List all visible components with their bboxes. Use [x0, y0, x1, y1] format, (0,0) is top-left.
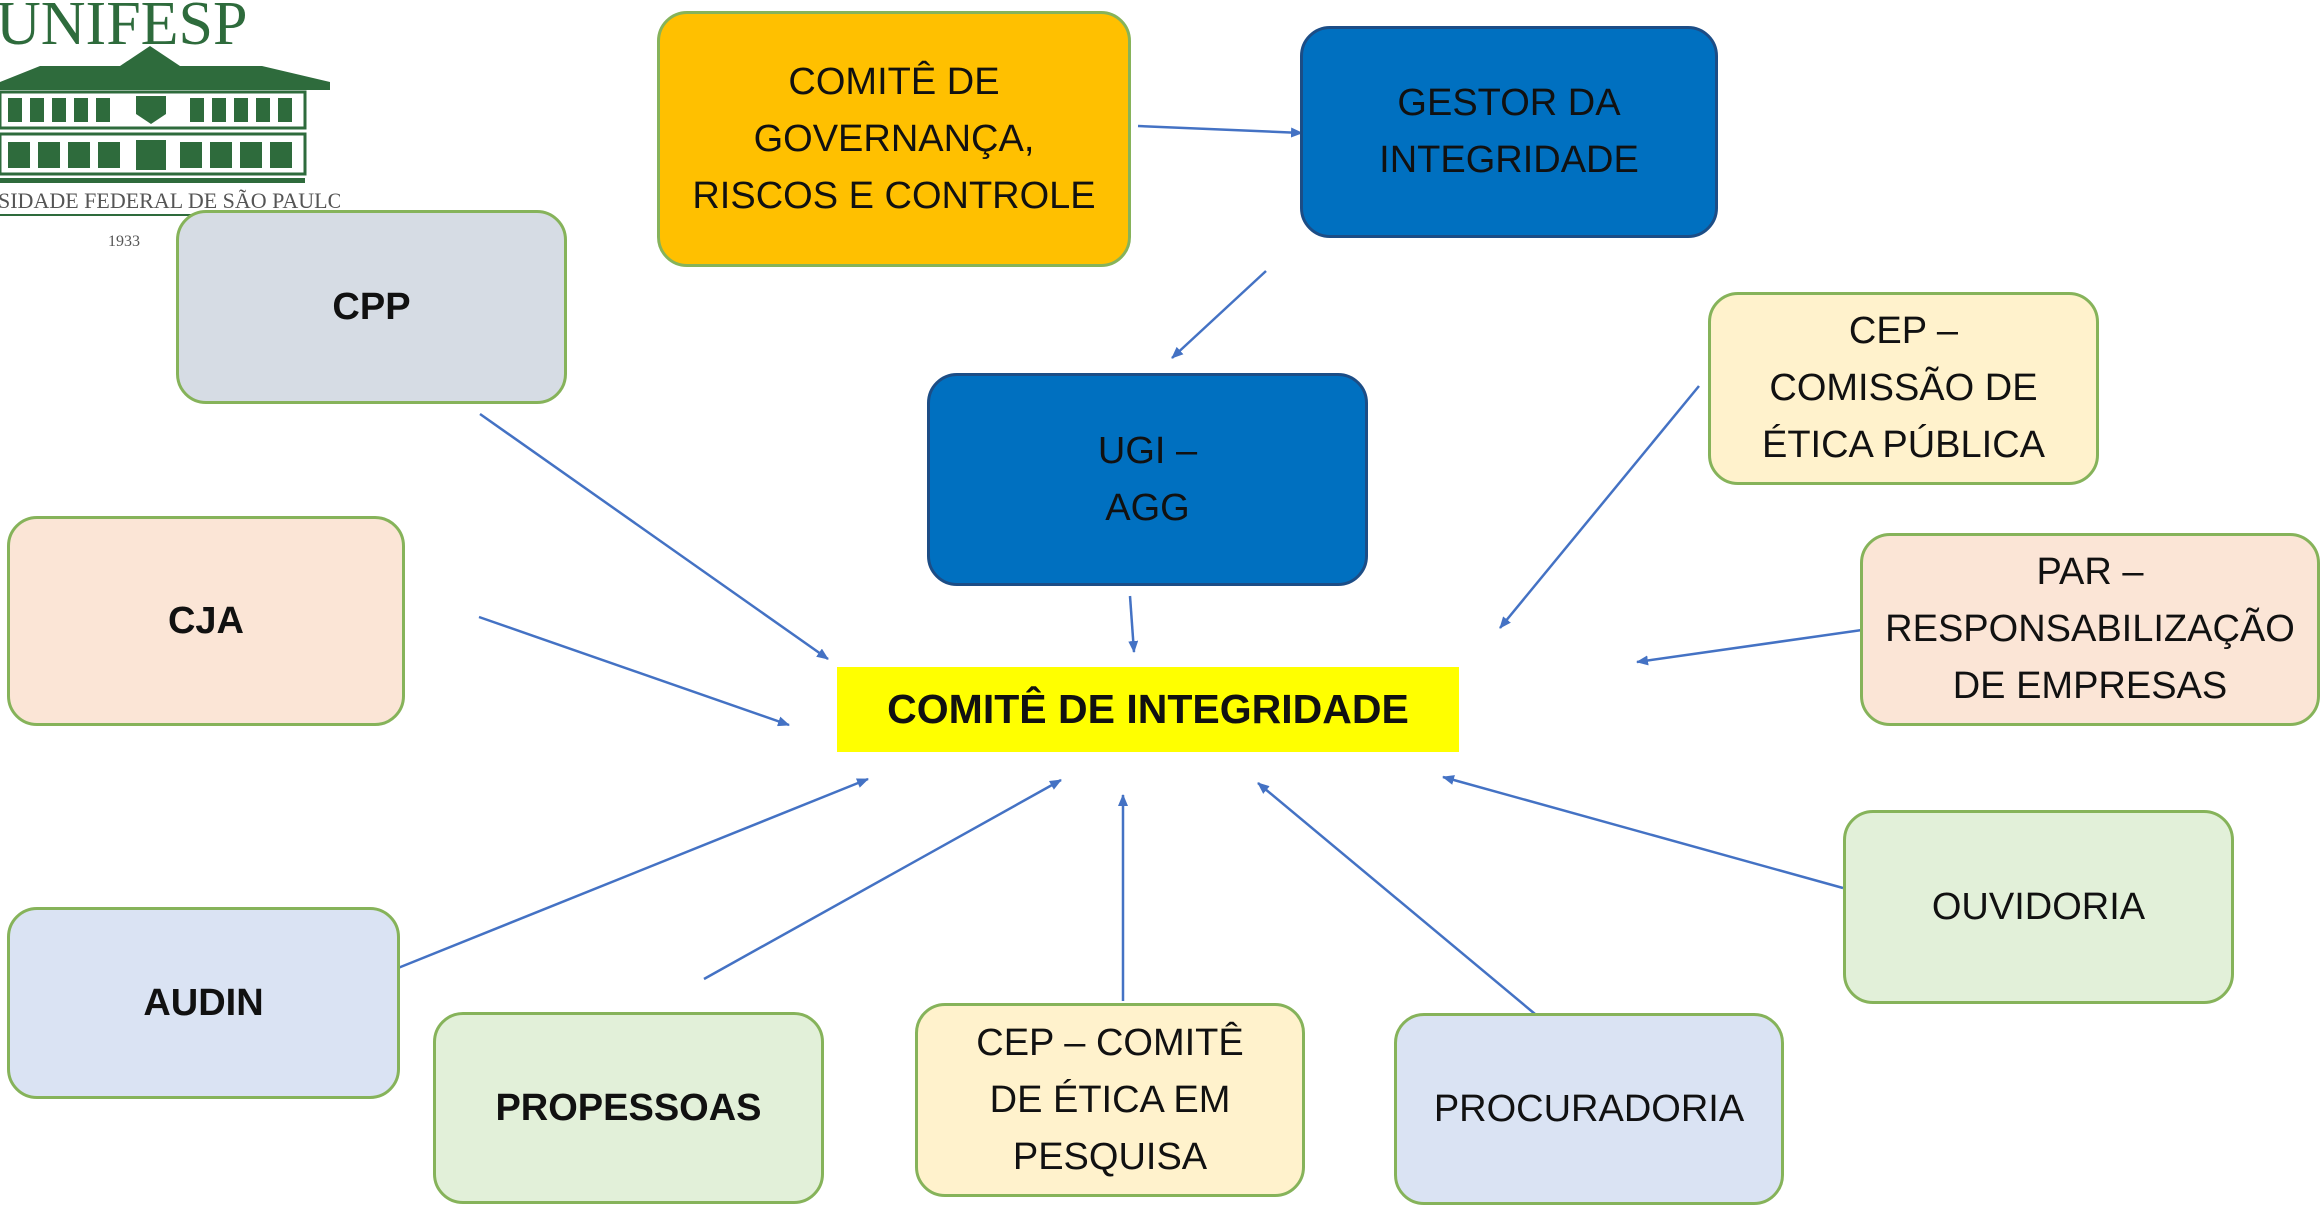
node-cpp-label: CPP	[332, 285, 411, 328]
arrow-cpp-to-center	[479, 412, 829, 661]
node-procuradoria-label: PROCURADORIA	[1433, 1087, 1745, 1130]
node-comite-integridade: COMITÊ DE INTEGRIDADE	[837, 667, 1459, 752]
node-cep-pesquisa-label: CEP – COMITÊ DE ÉTICA EM PESQUISA	[976, 1021, 1244, 1178]
node-propessoas-label: PROPESSOAS	[495, 1086, 762, 1129]
node-procuradoria: PROCURADORIA	[1394, 1013, 1784, 1205]
node-gestor-integridade: GESTOR DA INTEGRIDADE	[1300, 26, 1718, 238]
logo-subtitle: SIDADE FEDERAL DE SÃO PAULO	[0, 188, 340, 213]
arrow-ugi-to-center	[1128, 595, 1139, 653]
node-par-label: PAR – RESPONSABILIZAÇÃO DE EMPRESAS	[1885, 551, 2295, 707]
node-audin-label: AUDIN	[143, 981, 264, 1024]
node-audin: AUDIN	[7, 907, 400, 1099]
arrow-governanca-to-gestor	[1137, 124, 1303, 138]
center-label: COMITÊ DE INTEGRIDADE	[887, 686, 1409, 732]
arrow-audin-to-center	[397, 777, 869, 970]
node-cep-pesquisa: CEP – COMITÊ DE ÉTICA EM PESQUISA	[915, 1003, 1305, 1197]
node-ugi-label: UGI – AGG	[1097, 429, 1198, 529]
node-par: PAR – RESPONSABILIZAÇÃO DE EMPRESAS	[1860, 533, 2320, 726]
node-cep-publica-label: CEP – COMISSÃO DE ÉTICA PÚBLICA	[1762, 310, 2045, 466]
node-cep-publica: CEP – COMISSÃO DE ÉTICA PÚBLICA	[1708, 292, 2099, 485]
node-ouvidoria-label: OUVIDORIA	[1931, 885, 2146, 928]
unifesp-logo: UNIFESP	[0, 0, 344, 260]
arrow-par-to-center	[1636, 628, 1863, 666]
arrow-cja-to-center	[478, 615, 790, 727]
arrow-cep-publica-to-center	[1499, 385, 1700, 629]
arrow-propessoas-to-center	[703, 778, 1062, 981]
node-ugi-agg: UGI – AGG	[927, 373, 1368, 586]
arrow-procuradoria-to-center	[1257, 782, 1536, 1015]
arrow-gestor-to-ugi	[1171, 270, 1267, 359]
node-gestor-label: GESTOR DA INTEGRIDADE	[1379, 82, 1639, 181]
unifesp-building-icon: UNIFESP	[0, 0, 344, 250]
logo-name: UNIFESP	[0, 0, 248, 58]
node-propessoas: PROPESSOAS	[433, 1012, 824, 1204]
logo-year: 1933	[108, 233, 140, 250]
node-ouvidoria: OUVIDORIA	[1843, 810, 2234, 1004]
node-cja-label: CJA	[167, 599, 245, 642]
arrow-ouvidoria-to-center	[1442, 775, 1844, 890]
node-cpp: CPP	[176, 210, 567, 404]
node-cja: CJA	[7, 516, 405, 726]
node-governanca: COMITÊ DE GOVERNANÇA, RISCOS E CONTROLE	[657, 11, 1131, 267]
node-governanca-label: COMITÊ DE GOVERNANÇA, RISCOS E CONTROLE	[692, 60, 1096, 217]
